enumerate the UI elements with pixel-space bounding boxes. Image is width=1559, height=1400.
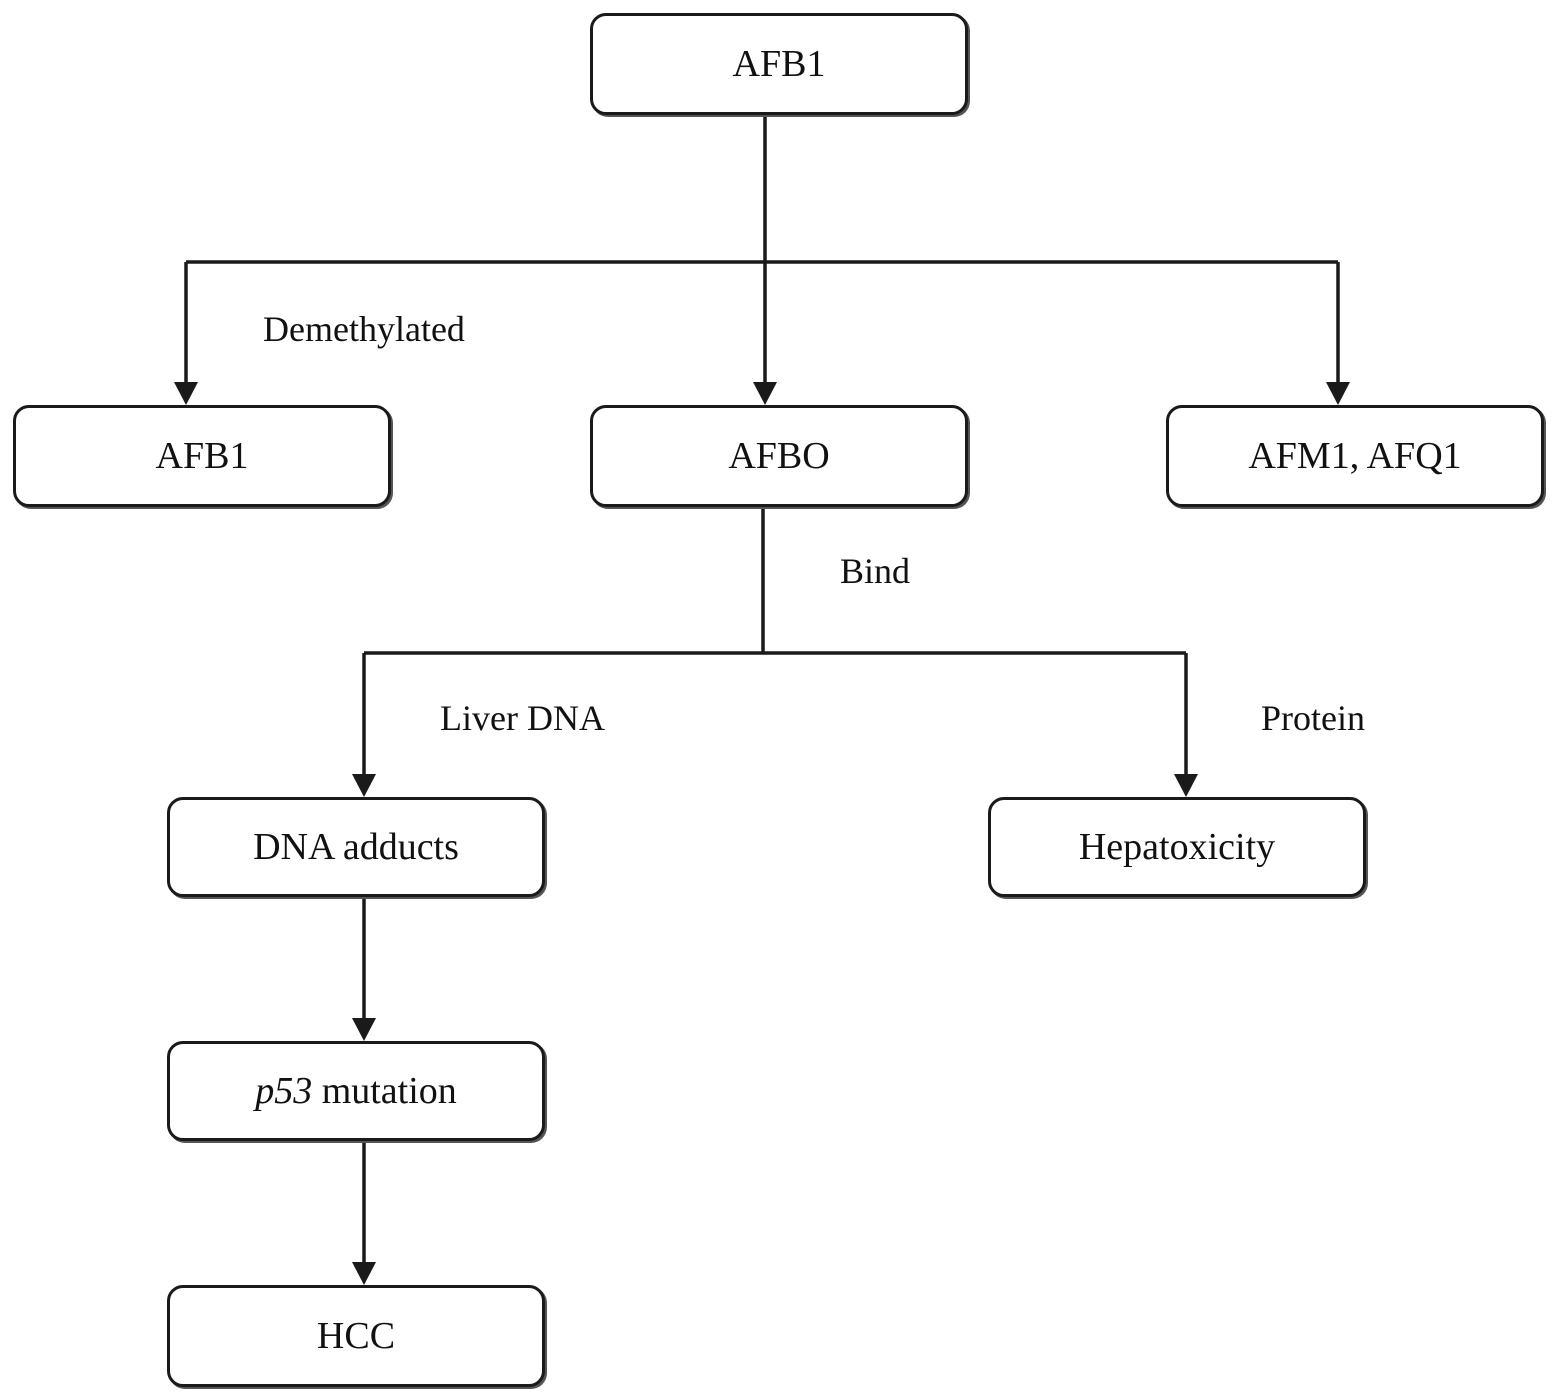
node-afb1-label: AFB1 (155, 435, 249, 477)
node-dna-adducts: DNA adducts (167, 797, 545, 897)
arrowhead-afm1 (1326, 382, 1350, 405)
node-hepatotoxicity-label: Hepatoxicity (1078, 826, 1276, 868)
arrowhead-hepatotoxicity (1174, 774, 1198, 797)
p53-mutation-word: mutation (312, 1070, 457, 1112)
node-afb1-root-label: AFB1 (732, 43, 826, 85)
node-dna-adducts-label: DNA adducts (253, 826, 459, 868)
node-afbo: AFBO (590, 405, 968, 507)
arrowhead-p53 (352, 1018, 376, 1041)
node-p53-mutation-label: p53 mutation (255, 1069, 457, 1113)
node-p53-mutation: p53 mutation (167, 1041, 545, 1141)
arrowhead-afbo (753, 382, 777, 405)
node-hcc: HCC (167, 1285, 545, 1387)
arrowhead-hcc (352, 1262, 376, 1285)
arrowhead-afb1 (174, 382, 198, 405)
edge-label-demethylated: Demethylated (263, 309, 465, 349)
node-hcc-label: HCC (316, 1315, 396, 1357)
edge-label-bind: Bind (840, 551, 911, 591)
node-afbo-label: AFBO (728, 435, 830, 477)
arrowhead-dna-adducts (352, 774, 376, 797)
edge-label-liver-dna: Liver DNA (440, 698, 605, 738)
node-hepatotoxicity: Hepatoxicity (988, 797, 1366, 897)
node-afb1-root: AFB1 (590, 13, 968, 115)
node-afb1: AFB1 (13, 405, 391, 507)
edge-label-protein: Protein (1261, 698, 1365, 738)
node-afm1-afq1: AFM1, AFQ1 (1166, 405, 1544, 507)
p53-gene-name: p53 (255, 1070, 313, 1112)
node-afm1-afq1-label: AFM1, AFQ1 (1248, 435, 1462, 477)
